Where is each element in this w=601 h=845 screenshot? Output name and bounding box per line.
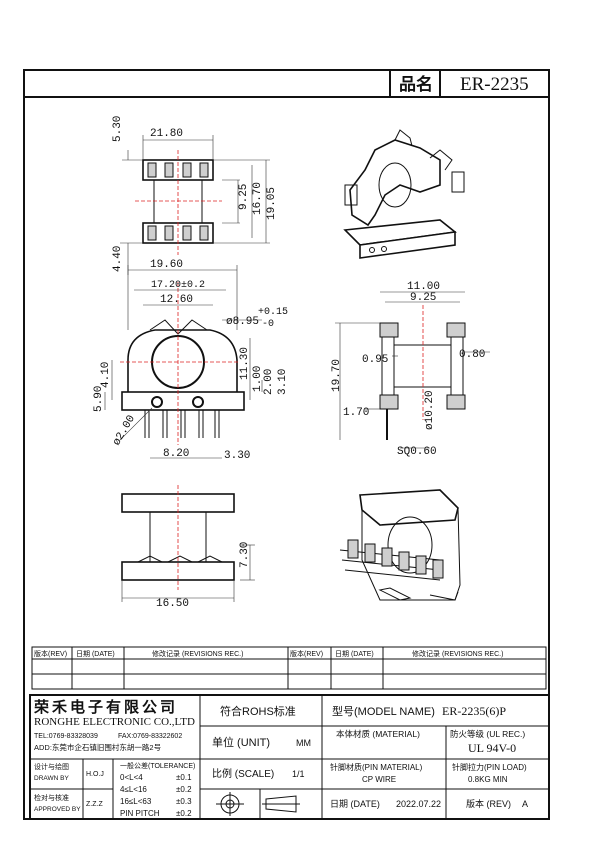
svg-text:MM: MM [296, 738, 311, 748]
svg-text:日期 (DATE): 日期 (DATE) [76, 650, 115, 658]
svg-text:UL 94V-0: UL 94V-0 [468, 741, 516, 755]
drawing-date: 2022.07.22 [396, 799, 441, 809]
company-name-cn: 荣禾电子有限公司 [33, 698, 178, 716]
svg-text:19.70: 19.70 [331, 359, 343, 392]
svg-text:4≤L<16: 4≤L<16 [120, 785, 147, 794]
svg-text:一般公差(TOLERANCE): 一般公差(TOLERANCE) [120, 761, 195, 770]
svg-text:针脚拉力(PIN LOAD): 针脚拉力(PIN LOAD) [452, 762, 527, 772]
svg-text:SQ0.60: SQ0.60 [397, 446, 437, 458]
svg-text:±0.3: ±0.3 [176, 797, 192, 806]
svg-text:19.05: 19.05 [266, 187, 278, 220]
svg-text:-0: -0 [262, 319, 274, 330]
svg-text:16.70: 16.70 [252, 182, 264, 215]
svg-text:0.95: 0.95 [362, 354, 388, 366]
svg-text:17.20±0.2: 17.20±0.2 [151, 280, 205, 291]
svg-text:PIN PITCH: PIN PITCH [120, 809, 160, 818]
svg-text:3.30: 3.30 [224, 450, 250, 462]
svg-text:19.60: 19.60 [150, 259, 183, 271]
svg-text:5.30: 5.30 [112, 116, 124, 142]
svg-text:0.8KG MIN: 0.8KG MIN [468, 775, 508, 784]
revision-value: A [522, 799, 528, 809]
svg-text:0.80: 0.80 [459, 349, 485, 361]
svg-text:修改记录 (REVISIONS REC.): 修改记录 (REVISIONS REC.) [152, 649, 243, 658]
svg-text:单位 (UNIT): 单位 (UNIT) [212, 735, 270, 749]
svg-text:版本(REV): 版本(REV) [34, 649, 67, 658]
part-name-label: 品名 [399, 74, 433, 94]
svg-text:日期 (DATE): 日期 (DATE) [335, 650, 374, 658]
front-view [104, 265, 263, 459]
rohs-label: 符合ROHS标准 [220, 704, 296, 718]
svg-text:5.90: 5.90 [93, 386, 105, 412]
svg-text:TEL:0769-83328039: TEL:0769-83328039 [34, 733, 98, 740]
svg-text:9.25: 9.25 [410, 292, 436, 304]
svg-text:16≤L<63: 16≤L<63 [120, 797, 152, 806]
svg-text:16.50: 16.50 [156, 598, 189, 610]
svg-text:±0.1: ±0.1 [176, 773, 192, 782]
svg-text:8.20: 8.20 [163, 448, 189, 460]
svg-text:ø10.20: ø10.20 [424, 390, 436, 430]
svg-text:CP WIRE: CP WIRE [362, 775, 396, 784]
svg-text:针脚材质(PIN MATERIAL): 针脚材质(PIN MATERIAL) [330, 762, 423, 772]
svg-text:1.00: 1.00 [252, 366, 264, 392]
svg-text:±0.2: ±0.2 [176, 809, 192, 818]
svg-text:3.10: 3.10 [277, 369, 289, 395]
svg-text:本体材质 (MATERIAL): 本体材质 (MATERIAL) [336, 729, 420, 739]
svg-text:12.60: 12.60 [160, 294, 193, 306]
svg-text:21.80: 21.80 [150, 128, 183, 140]
bottom-view [121, 485, 255, 602]
revision-table [31, 646, 547, 690]
svg-text:ADD:东莞市企石镇旧围村东胡一路2号: ADD:东莞市企石镇旧围村东胡一路2号 [34, 742, 161, 752]
side-view [335, 291, 490, 449]
svg-text:版本 (REV): 版本 (REV) [466, 798, 511, 809]
svg-text:1.70: 1.70 [343, 407, 369, 419]
svg-text:H.O.J: H.O.J [86, 771, 104, 778]
part-number: ER-2235 [460, 74, 529, 95]
svg-text:检对与核准: 检对与核准 [34, 793, 69, 802]
svg-text:+0.15: +0.15 [258, 307, 288, 318]
iso-view-top [343, 129, 465, 259]
title-block [29, 694, 550, 820]
iso-view-bottom [339, 489, 461, 601]
svg-text:设计与绘图: 设计与绘图 [34, 762, 69, 771]
svg-text:4.40: 4.40 [112, 246, 124, 272]
svg-text:型号(MODEL NAME): 型号(MODEL NAME) [332, 704, 435, 718]
svg-text:1/1: 1/1 [292, 769, 305, 779]
svg-text:Z.Z.Z: Z.Z.Z [86, 801, 103, 808]
svg-text:7.30: 7.30 [239, 542, 251, 568]
svg-text:±0.2: ±0.2 [176, 785, 192, 794]
svg-text:DRAWN BY: DRAWN BY [34, 775, 69, 782]
svg-text:ø8.95: ø8.95 [226, 316, 259, 328]
svg-text:修改记录 (REVISIONS REC.): 修改记录 (REVISIONS REC.) [412, 649, 503, 658]
top-view [120, 135, 270, 275]
svg-text:防火等级 (UL REC.): 防火等级 (UL REC.) [450, 729, 525, 739]
model-name: ER-2235(6)P [442, 704, 506, 718]
svg-text:9.25: 9.25 [238, 184, 250, 210]
svg-text:0<L<4: 0<L<4 [120, 773, 143, 782]
projection-symbol-icon [216, 792, 300, 816]
svg-text:版本(REV): 版本(REV) [290, 649, 323, 658]
svg-text:APPROVED BY: APPROVED BY [34, 806, 81, 813]
svg-text:4.10: 4.10 [100, 362, 112, 388]
svg-text:11.30: 11.30 [239, 347, 251, 380]
svg-text:11.00: 11.00 [407, 281, 440, 293]
svg-text:2.00: 2.00 [263, 369, 275, 395]
svg-text:比例 (SCALE): 比例 (SCALE) [212, 767, 274, 780]
svg-text:ø2.00: ø2.00 [111, 413, 138, 448]
company-name-en: RONGHE ELECTRONIC CO.,LTD [34, 716, 195, 728]
svg-text:FAX:0769-83322602: FAX:0769-83322602 [118, 733, 182, 740]
svg-text:日期 (DATE): 日期 (DATE) [330, 799, 380, 809]
